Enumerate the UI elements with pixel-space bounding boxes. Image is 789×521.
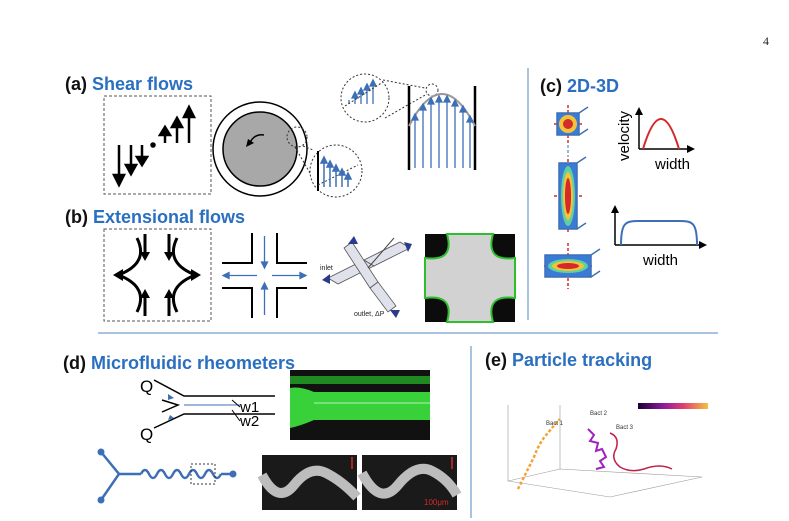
panel-b-extensional-arrows-box <box>103 228 212 322</box>
panel-c-velocity-profile-flat: width <box>611 205 707 269</box>
panel-c-label: (c) <box>540 76 562 96</box>
panel-d-coflow-micrograph <box>290 370 430 440</box>
panel-a-couette-diagram <box>212 101 363 198</box>
divider-horizontal <box>98 332 718 334</box>
panel-b-inlet-label: inlet <box>320 265 333 272</box>
panel-b-heading: (b) Extensional flows <box>65 207 245 228</box>
panel-d-label: (d) <box>63 353 86 373</box>
panel-e-bact1-label: Bact 1 <box>546 421 564 427</box>
panel-d-w1-label: w1 <box>239 399 259 416</box>
panel-a-shear-gradient-box <box>103 95 212 195</box>
panel-d-heading: (d) Microfluidic rheometers <box>63 353 295 374</box>
panel-d-q-top: Q <box>140 377 153 396</box>
page-number: 4 <box>763 34 769 48</box>
panel-e-title: Particle tracking <box>512 350 653 370</box>
panel-d-serpentine-micrograph-2: 100μm <box>357 455 462 510</box>
panel-d-scale-bar-label: 100μm <box>424 498 449 507</box>
panel-d-title: Microfluidic rheometers <box>91 353 296 373</box>
panel-c-channel-cross-sections <box>544 105 601 289</box>
panel-c-width-label-top: width <box>654 156 690 173</box>
panel-d-y-junction-diagram: Q Q w1 w2 <box>140 377 275 444</box>
panel-e-label: (e) <box>485 350 507 370</box>
panel-e-heading: (e) Particle tracking <box>485 350 652 371</box>
panel-c-heading: (c) 2D-3D <box>540 76 619 97</box>
panel-e-bact2-label: Bact 2 <box>590 411 608 417</box>
panel-c-velocity-profile-parabolic: velocity width <box>616 107 695 173</box>
panel-b-label: (b) <box>65 207 88 227</box>
panel-b-3d-device-diagram: inlet outlet, ΔP <box>320 236 412 318</box>
panel-c-width-label-bottom: width <box>642 252 678 269</box>
panel-b-title: Extensional flows <box>93 207 246 227</box>
panel-b-simulation-image <box>424 233 516 323</box>
panel-d-q-bottom: Q <box>140 425 153 444</box>
panel-c-velocity-label: velocity <box>616 110 633 161</box>
panel-d-serpentine-micrograph-1 <box>257 455 361 510</box>
divider-vertical-bottom <box>470 346 472 518</box>
panel-b-cross-slot-diagram <box>221 233 308 318</box>
panel-e-trajectory-plot: Bact 1 Bact 2 Bact 3 <box>507 403 708 498</box>
panel-c-title: 2D-3D <box>567 76 620 96</box>
panel-b-outlet-label: outlet, ΔP <box>354 311 385 318</box>
panel-d-serpentine-diagram <box>97 448 237 504</box>
panel-a-label: (a) <box>65 74 87 94</box>
panel-a-heading: (a) Shear flows <box>65 74 193 95</box>
panel-d-w2-label: w2 <box>239 413 259 430</box>
panel-a-poiseuille-diagram <box>340 73 477 170</box>
panel-e-bact3-label: Bact 3 <box>616 425 634 431</box>
panel-a-title: Shear flows <box>92 74 194 94</box>
divider-vertical-top <box>527 68 529 320</box>
